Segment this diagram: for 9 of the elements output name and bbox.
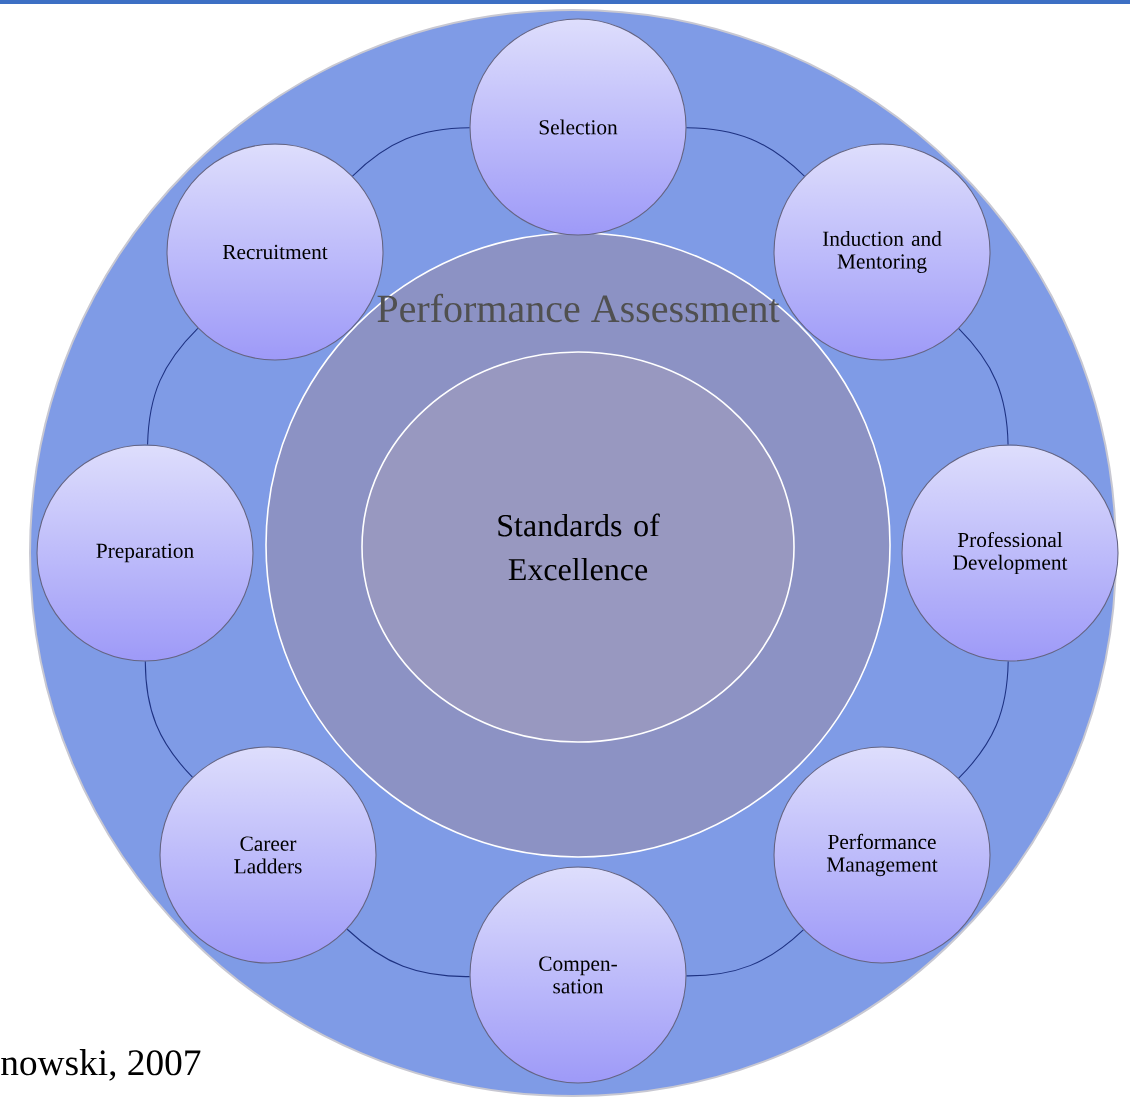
citation: nowski, 2007 (1, 1049, 201, 1081)
connector-arc (346, 928, 471, 978)
connector-arc (958, 328, 1009, 446)
connector-arc (144, 661, 193, 778)
connector-arc (958, 661, 1009, 779)
connector-arc (147, 327, 199, 446)
connector-arc (352, 127, 471, 177)
connector-arc (686, 929, 804, 977)
connector-arc (686, 127, 805, 177)
